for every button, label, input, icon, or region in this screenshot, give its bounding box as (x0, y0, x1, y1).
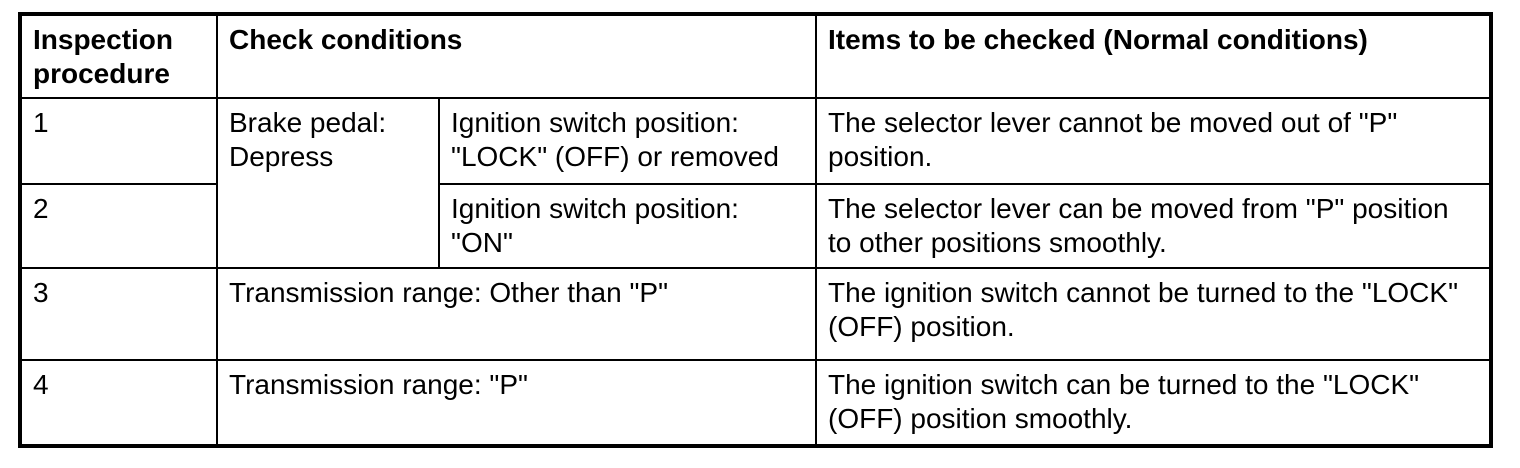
cell-procedure-number: 2 (19, 183, 218, 269)
document-page: Inspection procedure Check conditions It… (18, 12, 1493, 448)
header-items-to-be-checked: Items to be checked (Normal conditions) (815, 13, 1492, 99)
table-row: 3 Transmission range: Other than "P" The… (19, 267, 1492, 361)
table-row: 4 Transmission range: "P" The ignition s… (19, 359, 1492, 447)
cell-procedure-number: 4 (19, 359, 218, 447)
cell-normal-condition: The ignition switch can be turned to the… (815, 359, 1492, 447)
cell-normal-condition: The selector lever cannot be moved out o… (815, 97, 1492, 185)
table-header-row: Inspection procedure Check conditions It… (19, 13, 1492, 99)
header-check-conditions: Check conditions (216, 13, 817, 99)
header-inspection-procedure: Inspection procedure (19, 13, 218, 99)
cell-condition-ignition-lock: Ignition switch position: "LOCK" (OFF) o… (438, 97, 817, 185)
cell-condition-ignition-on: Ignition switch position: "ON" (438, 183, 817, 269)
table-row: 2 Ignition switch position: "ON" The sel… (19, 183, 1492, 269)
cell-condition-transmission-range-p: Transmission range: "P" (216, 359, 817, 447)
table-row: 1 Brake pedal: Depress Ignition switch p… (19, 97, 1492, 269)
cell-procedure-number: 1 (19, 97, 218, 185)
cell-normal-condition: The selector lever can be moved from "P"… (815, 183, 1492, 269)
cell-procedure-number: 3 (19, 267, 218, 361)
cell-normal-condition: The ignition switch cannot be turned to … (815, 267, 1492, 361)
cell-condition-brake-pedal: Brake pedal: Depress (216, 97, 440, 269)
cell-condition-transmission-range-other: Transmission range: Other than "P" (216, 267, 817, 361)
inspection-procedure-table: Inspection procedure Check conditions It… (18, 12, 1493, 448)
